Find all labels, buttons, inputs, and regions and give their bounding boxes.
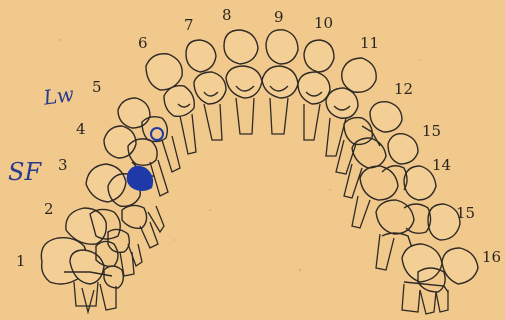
tooth-number-16: 16	[482, 248, 501, 266]
tooth-number-11: 11	[360, 34, 379, 52]
tooth-8	[224, 30, 262, 134]
tooth-number-10: 10	[314, 14, 333, 32]
tooth-16	[402, 244, 478, 314]
handwritten-note-lw: Lw	[41, 82, 75, 110]
tooth-number-7: 7	[184, 16, 194, 34]
tooth-number-13: 15	[422, 122, 441, 140]
tooth-7	[186, 40, 226, 140]
tooth-number-14: 14	[432, 156, 451, 174]
tooth-number-8: 8	[222, 6, 232, 24]
tooth-number-5: 5	[92, 78, 102, 96]
handwritten-note-sf: SF	[8, 158, 42, 186]
tooth-number-3: 3	[58, 156, 68, 174]
tooth-number-6: 6	[138, 34, 148, 52]
tooth-number-1: 1	[16, 252, 26, 270]
tooth-9	[262, 30, 298, 134]
tooth-14	[352, 166, 436, 228]
tooth-number-4: 4	[76, 120, 86, 138]
tooth-number-12: 12	[394, 80, 413, 98]
tooth-10	[298, 40, 334, 140]
tooth-number-9: 9	[274, 8, 284, 26]
tooth-number-15: 15	[456, 204, 475, 222]
tooth-number-2: 2	[44, 200, 54, 218]
